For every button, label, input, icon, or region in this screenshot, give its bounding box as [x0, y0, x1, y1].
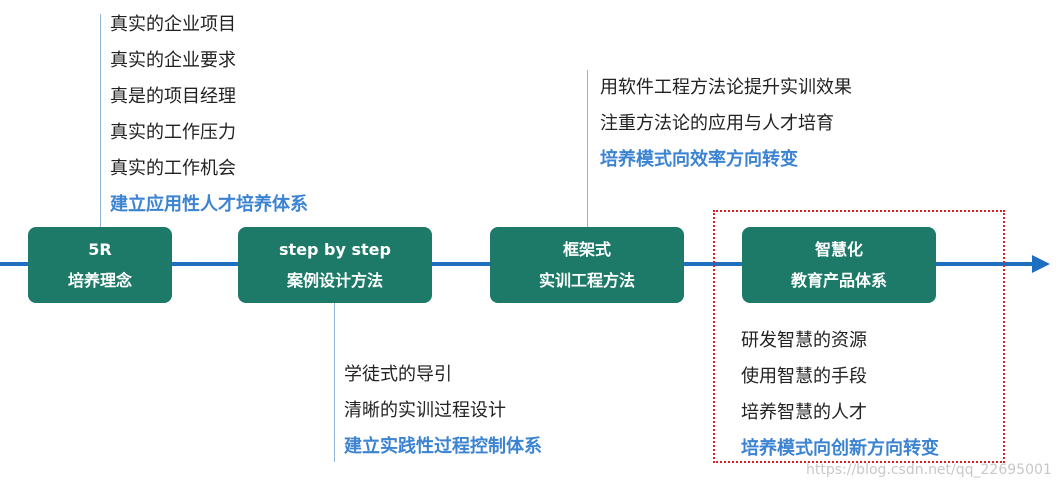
note-highlight: 建立实践性过程控制体系	[344, 436, 542, 457]
note-highlight: 培养模式向效率方向转变	[600, 149, 798, 170]
stage-title: 智慧化	[814, 240, 863, 259]
note-item: 用软件工程方法论提升实训效果	[600, 77, 852, 98]
stage-box-step-by-step: step by step 案例设计方法	[238, 227, 432, 303]
stage4-notes: 研发智慧的资源 使用智慧的手段 培养智慧的人才 培养模式向创新方向转变	[741, 323, 939, 467]
note-item: 真是的项目经理	[110, 86, 236, 107]
timeline-arrowhead-icon	[1032, 255, 1050, 273]
stage-box-smart: 智慧化 教育产品体系	[742, 227, 936, 303]
note-item: 学徒式的导引	[344, 364, 452, 385]
note-highlight: 建立应用性人才培养体系	[110, 194, 308, 215]
connector-stage2	[334, 302, 335, 462]
stage-subtitle: 实训工程方法	[538, 271, 635, 290]
stage-title: 框架式	[562, 240, 611, 259]
stage-title: 5R	[88, 240, 112, 259]
note-item: 清晰的实训过程设计	[344, 400, 506, 421]
highlight-frame	[713, 210, 1005, 463]
note-item: 真实的工作机会	[110, 158, 236, 179]
stage2-notes: 学徒式的导引 清晰的实训过程设计 建立实践性过程控制体系	[344, 357, 542, 465]
note-item: 使用智慧的手段	[741, 366, 867, 387]
stage-subtitle: 培养理念	[67, 271, 132, 290]
note-item: 研发智慧的资源	[741, 330, 867, 351]
note-item: 真实的工作压力	[110, 122, 236, 143]
note-item: 真实的企业项目	[110, 14, 236, 35]
stage-box-framework: 框架式 实训工程方法	[490, 227, 684, 303]
stage-subtitle: 教育产品体系	[790, 271, 887, 290]
connector-stage3	[587, 70, 588, 227]
stage-subtitle: 案例设计方法	[286, 271, 383, 290]
connector-stage1	[100, 14, 101, 227]
stage-box-5r: 5R 培养理念	[28, 227, 172, 303]
note-highlight: 培养模式向创新方向转变	[741, 438, 939, 459]
note-item: 注重方法论的应用与人才培育	[600, 113, 834, 134]
watermark: https://blog.csdn.net/qq_22695001	[806, 462, 1052, 478]
note-item: 真实的企业要求	[110, 50, 236, 71]
stage-title: step by step	[279, 240, 391, 259]
stage3-notes: 用软件工程方法论提升实训效果 注重方法论的应用与人才培育 培养模式向效率方向转变	[600, 70, 852, 178]
note-item: 培养智慧的人才	[741, 402, 867, 423]
stage1-notes: 真实的企业项目 真实的企业要求 真是的项目经理 真实的工作压力 真实的工作机会 …	[110, 7, 308, 223]
